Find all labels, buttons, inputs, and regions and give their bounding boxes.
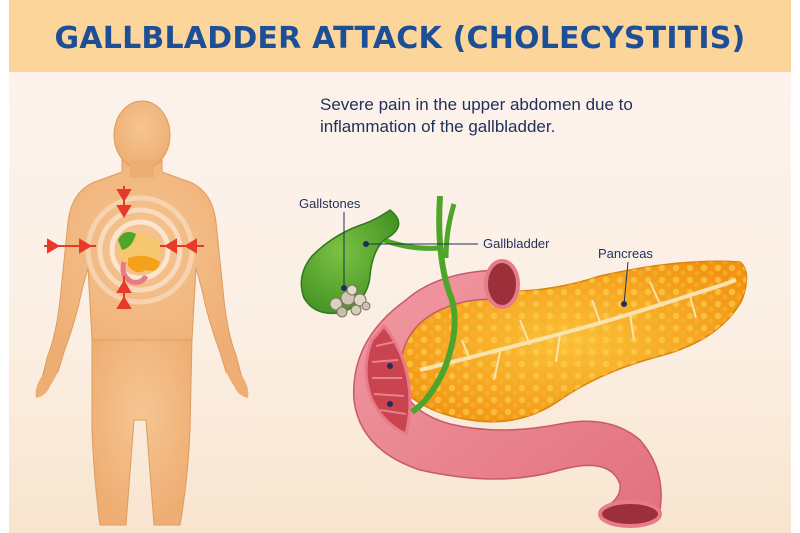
right-hand xyxy=(226,372,249,398)
common-bile-duct xyxy=(410,195,458,415)
duct-branches xyxy=(461,281,697,381)
label-gallbladder: Gallbladder xyxy=(483,236,550,251)
description-line-2: inflammation of the gallbladder. xyxy=(320,117,556,136)
gallbladder xyxy=(300,209,400,315)
human-figure xyxy=(35,100,249,526)
description-line-1: Severe pain in the upper abdomen due to xyxy=(320,95,633,114)
pancreas-texture xyxy=(389,261,747,422)
duodenum-opening-bottom xyxy=(598,500,662,528)
label-leaders xyxy=(341,212,629,407)
organ-illustration xyxy=(300,195,748,528)
body-organs xyxy=(118,232,162,285)
duodenum-folds xyxy=(371,341,407,415)
head xyxy=(113,100,171,170)
cystic-duct xyxy=(383,237,441,251)
pancreatic-duct xyxy=(419,278,737,372)
duodenum-interior xyxy=(364,323,412,437)
duodenum-opening-top xyxy=(484,259,520,309)
page-title: GALLBLADDER ATTACK (CHOLECYSTITIS) xyxy=(54,21,746,56)
legs xyxy=(91,337,193,526)
title-banner: GALLBLADDER ATTACK (CHOLECYSTITIS) xyxy=(9,0,791,72)
gallstones xyxy=(329,284,371,318)
label-gallstones: Gallstones xyxy=(299,196,361,211)
hepatic-duct xyxy=(443,203,457,259)
description: Severe pain in the upper abdomen due to … xyxy=(320,94,760,138)
neck xyxy=(130,160,154,178)
label-pancreas: Pancreas xyxy=(598,246,653,261)
pain-arrows xyxy=(44,186,204,309)
left-hand xyxy=(35,372,58,398)
